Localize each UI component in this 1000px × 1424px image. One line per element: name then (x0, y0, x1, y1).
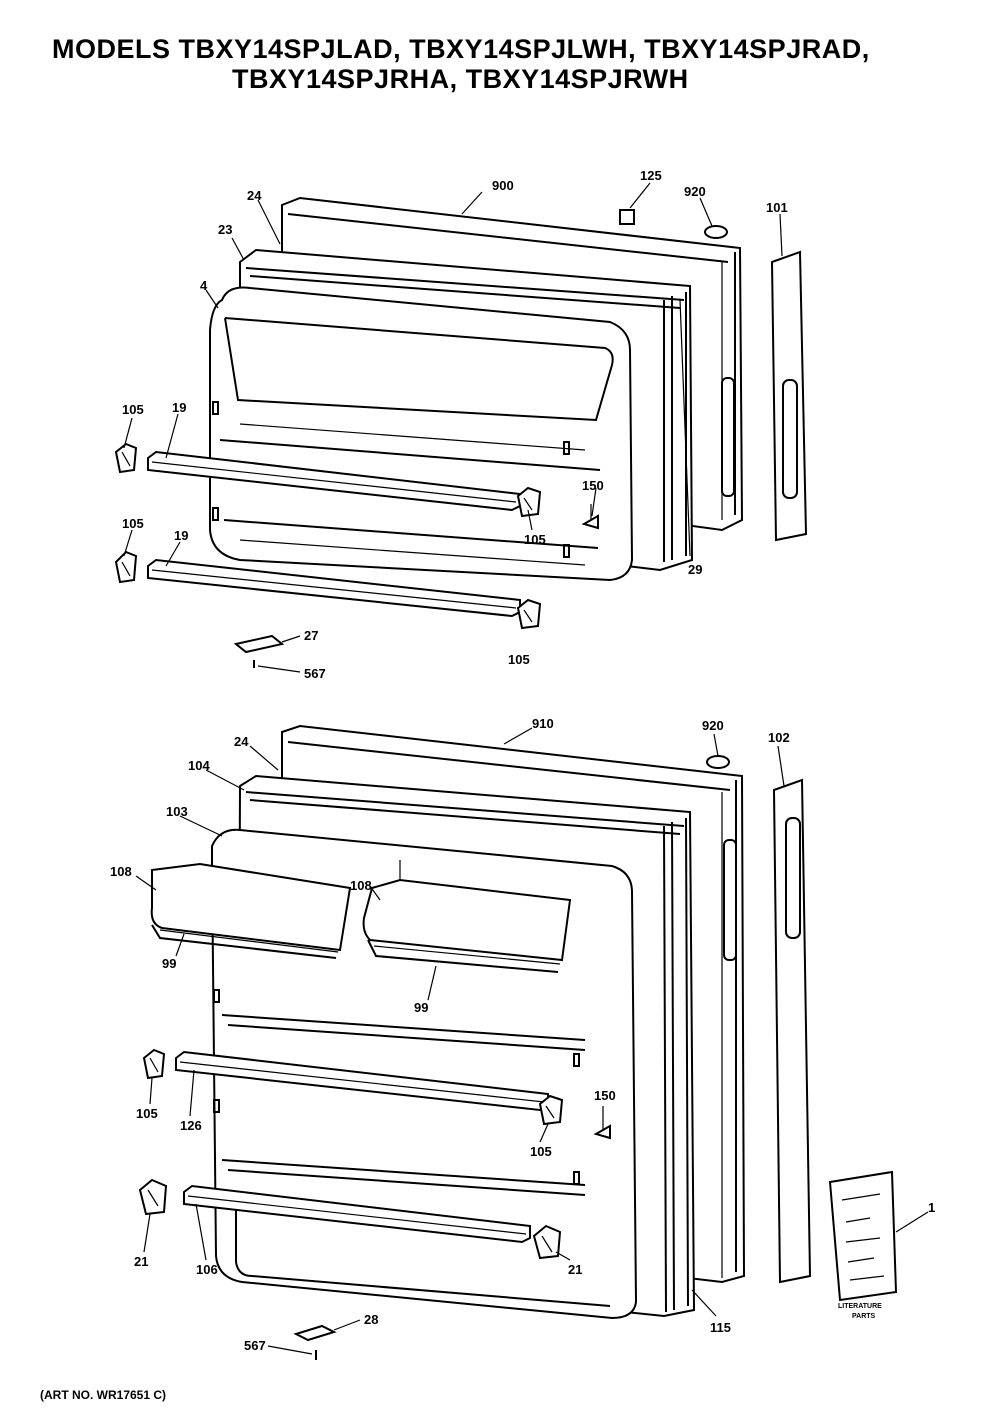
label-24-freezer: 24 (247, 188, 262, 203)
freezer-bar-end-cap-left-upper (114, 442, 138, 474)
fresh-food-end-cap-105-right (538, 1094, 564, 1126)
freezer-door-liner (209, 286, 634, 582)
art-number: (ART NO. WR17651 C) (40, 1388, 167, 1402)
freezer-door-cap (704, 225, 728, 239)
label-920-fresh: 920 (702, 718, 724, 733)
label-104: 104 (188, 758, 210, 773)
fresh-food-shelf-bar-106 (183, 1184, 531, 1244)
label-106: 106 (196, 1262, 218, 1277)
label-105-freezer-c: 105 (122, 516, 144, 531)
label-150-freezer: 150 (582, 478, 604, 493)
label-27: 27 (304, 628, 318, 643)
fresh-food-end-cap-105-left (142, 1048, 166, 1080)
fresh-food-leader-lines (135, 727, 785, 1317)
label-24-fresh: 24 (234, 734, 249, 749)
label-102: 102 (768, 730, 790, 745)
freezer-leader-lines (123, 182, 783, 567)
label-108-right: 108 (350, 878, 372, 893)
models-title-line-1: MODELS TBXY14SPJLAD, TBXY14SPJLWH, TBXY1… (52, 34, 870, 64)
label-103: 103 (166, 804, 188, 819)
fresh-food-door-stop-150 (593, 1106, 611, 1140)
label-108-left: 108 (110, 864, 132, 879)
label-105-fresh-b: 105 (530, 1144, 552, 1159)
fresh-food-end-cap-21-left (138, 1178, 168, 1216)
label-99-right: 99 (414, 1000, 428, 1015)
freezer-handle-trim (770, 250, 808, 542)
label-105-freezer-d: 105 (508, 652, 530, 667)
label-29: 29 (688, 562, 702, 577)
fresh-food-end-cap-21-right (532, 1224, 562, 1260)
label-150-fresh: 150 (594, 1088, 616, 1103)
fresh-food-door-assembly (138, 724, 929, 1360)
fresh-food-door-cap (706, 755, 730, 769)
literature-parts-booklet (828, 1170, 929, 1302)
label-105-freezer-b: 105 (524, 532, 546, 547)
freezer-screw-567 (253, 660, 301, 673)
label-920-freezer: 920 (684, 184, 706, 199)
label-910: 910 (532, 716, 554, 731)
freezer-door-assembly (114, 196, 808, 673)
models-title-line-2: TBXY14SPJRHA, TBXY14SPJRWH (232, 64, 689, 94)
freezer-hinge-cover-27 (233, 634, 301, 654)
label-900: 900 (492, 178, 514, 193)
label-19-upper: 19 (172, 400, 186, 415)
label-99-left: 99 (162, 956, 176, 971)
fresh-food-hinge-cover-28 (293, 1319, 361, 1342)
freezer-door-plug (619, 209, 635, 225)
dairy-bin-right (362, 878, 572, 973)
label-101: 101 (766, 200, 788, 215)
label-4: 4 (200, 278, 208, 293)
freezer-bar-end-cap-left-lower (114, 550, 138, 584)
freezer-bar-end-cap-right-lower (516, 598, 542, 630)
label-567-freezer: 567 (304, 666, 326, 681)
label-105-fresh-a: 105 (136, 1106, 158, 1121)
label-115: 115 (710, 1320, 731, 1335)
label-21-left: 21 (134, 1254, 148, 1269)
label-567-fresh: 567 (244, 1338, 266, 1353)
label-1: 1 (928, 1200, 935, 1215)
fresh-food-handle-trim (772, 778, 812, 1284)
freezer-door-stop-150 (581, 504, 599, 530)
label-125: 125 (640, 168, 662, 183)
literature-label-line-1: LITERATURE (838, 1303, 882, 1310)
label-126: 126 (180, 1118, 202, 1133)
dairy-bin-left (150, 862, 352, 959)
label-21-right: 21 (568, 1262, 582, 1277)
label-23: 23 (218, 222, 232, 237)
label-19-lower: 19 (174, 528, 188, 543)
fresh-food-screw-567 (267, 1345, 317, 1360)
label-28: 28 (364, 1312, 378, 1327)
label-105-freezer-a: 105 (122, 402, 144, 417)
literature-label-line-2: PARTS (852, 1313, 876, 1320)
freezer-bar-end-cap-right-upper (516, 486, 542, 518)
